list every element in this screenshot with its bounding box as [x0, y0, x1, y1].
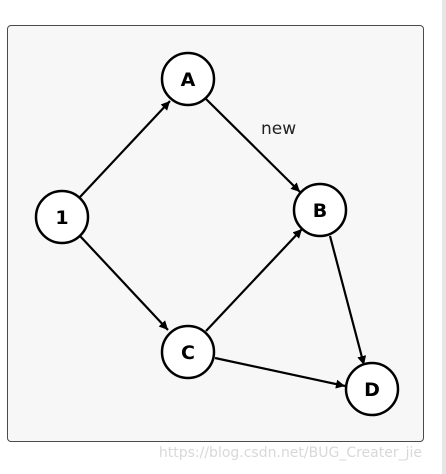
edge-a-to-b	[205, 98, 301, 193]
node-c-label: C	[181, 342, 195, 364]
edge-b-to-d	[328, 235, 367, 366]
edge-1-to-a	[79, 100, 171, 198]
edge-1-to-c	[79, 235, 169, 331]
node-b: B	[292, 182, 348, 238]
edge-c-to-d	[214, 356, 346, 389]
node-a: A	[160, 51, 216, 107]
node-d-label: D	[364, 379, 380, 401]
node-1: 1	[34, 189, 90, 245]
watermark-text: https://blog.csdn.net/BUG_Creater_jie	[158, 445, 422, 461]
node-b-label: B	[313, 200, 327, 222]
edge-c-to-b	[205, 228, 303, 332]
scrollbar[interactable]	[442, 0, 446, 474]
node-d: D	[344, 361, 400, 417]
node-a-label: A	[181, 69, 196, 91]
node-c: C	[160, 324, 216, 380]
node-1-label: 1	[55, 207, 68, 229]
edge-label-a-b: new	[261, 119, 296, 139]
